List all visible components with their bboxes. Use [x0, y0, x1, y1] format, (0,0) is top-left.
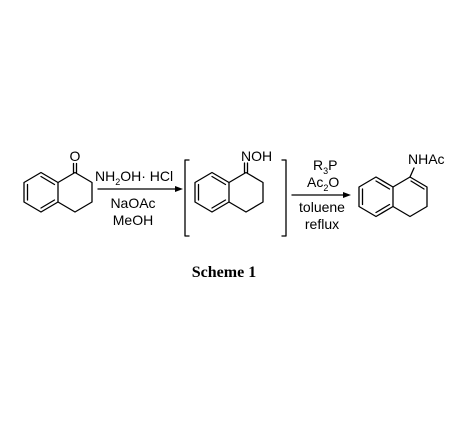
reaction-arrow-2	[291, 192, 351, 198]
solvent-toluene: toluene	[299, 199, 345, 215]
left-bracket	[184, 159, 190, 237]
reagent-sodium-acetate: NaOAc	[110, 195, 155, 211]
right-bracket	[281, 159, 287, 237]
reagent-phosphine: R3P	[313, 157, 337, 176]
reagent-acetic-anhydride: Ac2O	[307, 174, 339, 193]
scheme-caption: Scheme 1	[192, 264, 256, 281]
product-nhac-label: NHAc	[408, 151, 445, 167]
enamide-product-structure: NHAc	[358, 151, 445, 218]
oxime-structure: NOH	[194, 148, 272, 213]
reaction-arrow-1	[97, 186, 183, 192]
tetralone-structure: O	[23, 148, 93, 213]
oxime-noh-label: NOH	[241, 148, 272, 164]
condition-reflux: reflux	[305, 216, 339, 232]
ketone-oxygen-label: O	[70, 148, 81, 164]
reagent-hydroxylamine-hcl: NH2OH· HCl	[95, 168, 173, 187]
solvent-methanol: MeOH	[113, 212, 153, 228]
